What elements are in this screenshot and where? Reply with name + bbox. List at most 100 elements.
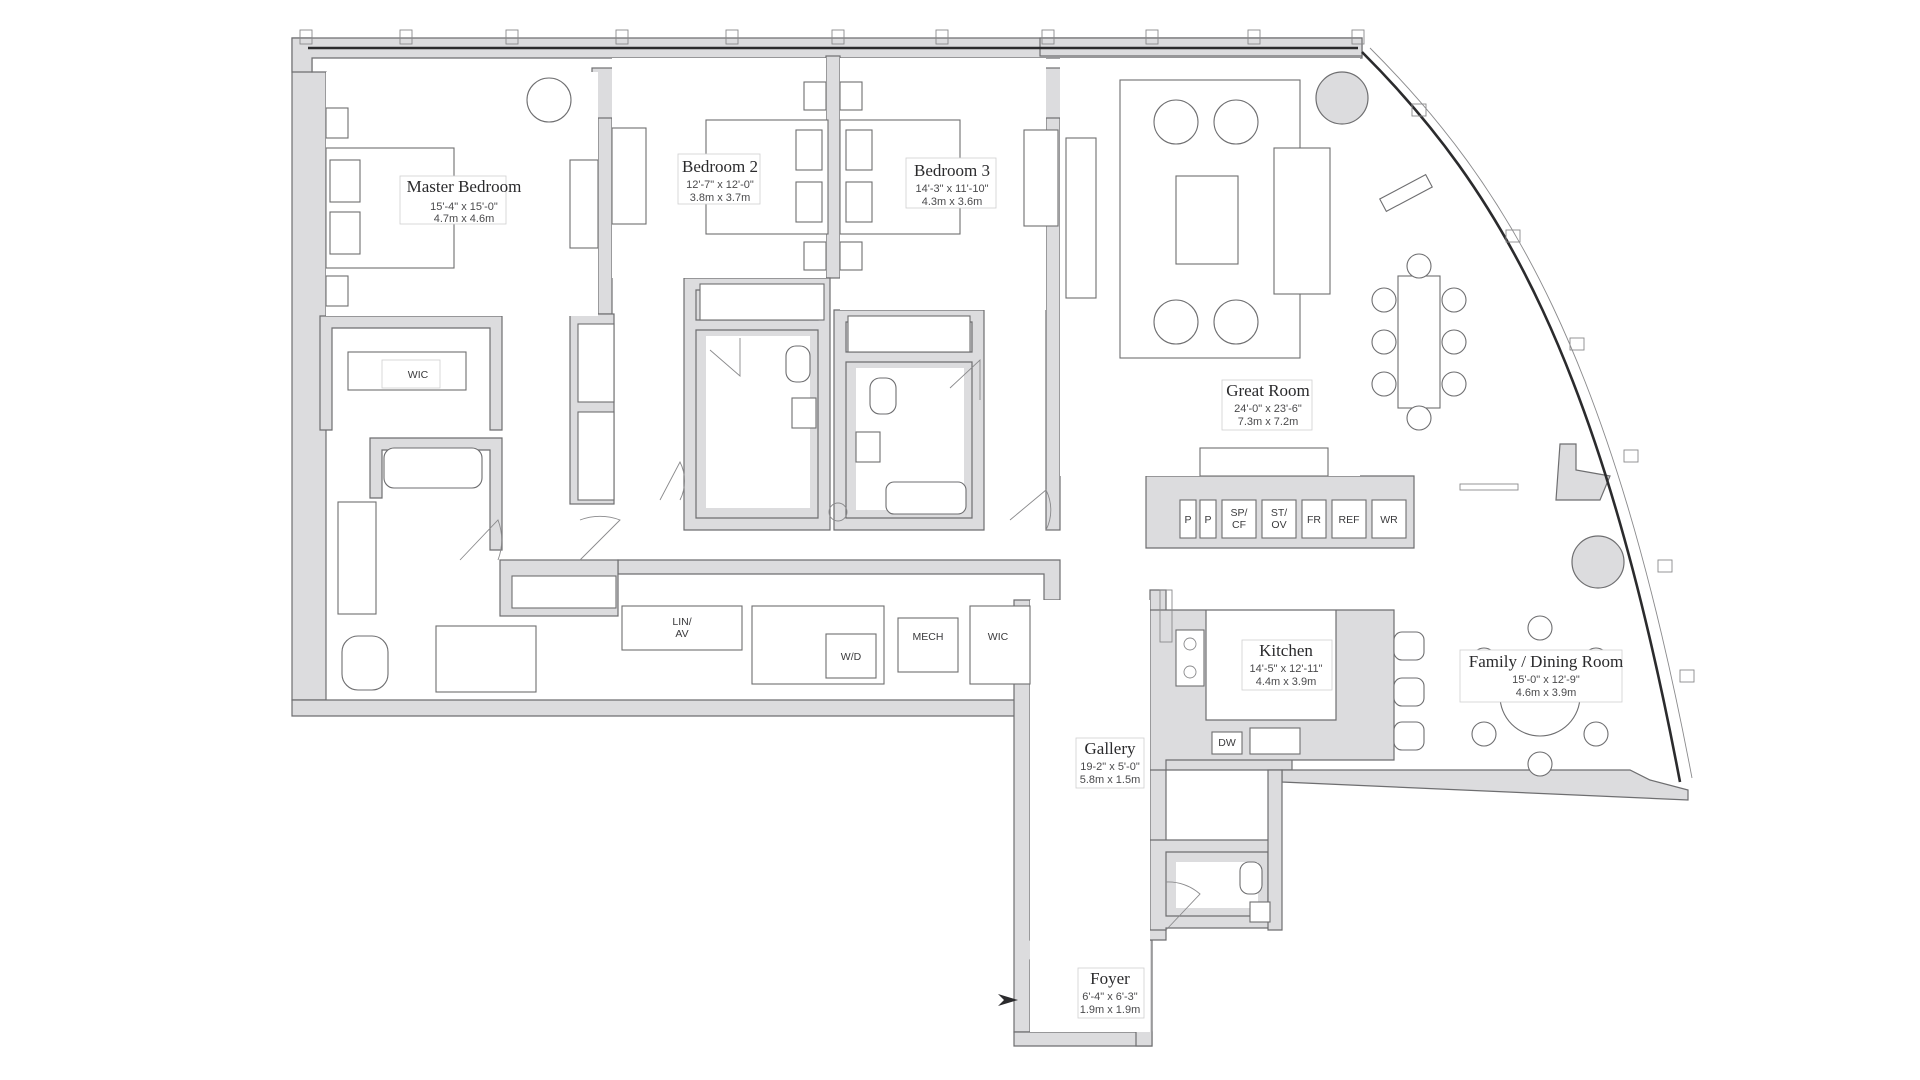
ref-label: REF: [1339, 514, 1360, 526]
dishwasher: [1211, 731, 1243, 755]
hall-closet: [511, 575, 617, 609]
room-label-great-room: Great Room 24'-0" x 23'-6" 7.3m x 7.2m: [1221, 379, 1313, 431]
glazing: [299, 29, 1695, 783]
lounge-chair: [1213, 99, 1259, 145]
pillow: [845, 129, 873, 171]
dining-chair: [1583, 721, 1609, 747]
tv-console: [1065, 137, 1097, 299]
room-dim-imperial: 19-2" x 5'-0": [1080, 761, 1140, 773]
partition-master-b2: [597, 117, 613, 315]
door-swing: [459, 519, 503, 561]
lin-av-label: AV: [675, 628, 688, 640]
bar-stool: [1393, 677, 1425, 707]
dresser: [569, 159, 599, 249]
sliding-panel: [1159, 589, 1173, 643]
pantry-label: P: [1204, 514, 1211, 526]
wr-label: WR: [1380, 514, 1398, 526]
dining-chair: [1406, 253, 1432, 279]
cab-fr: [1301, 499, 1327, 539]
dining-chair: [1527, 751, 1553, 777]
door-swing: [709, 338, 741, 377]
nightstand: [803, 241, 827, 271]
lounge-chair: [1213, 299, 1259, 345]
dining-chair: [1441, 287, 1467, 313]
room-label-bedroom-2: Bedroom 2 12'-7" x 12'-0" 3.8m x 3.7m: [677, 153, 761, 205]
room-dim-metric: 4.7m x 4.6m: [434, 213, 495, 225]
wic-label: WIC: [408, 369, 429, 381]
room-label-kitchen: Kitchen 14'-5" x 12'-11" 4.4m x 3.9m: [1241, 639, 1333, 691]
bar-stool: [1393, 631, 1425, 661]
dining-chair: [1371, 329, 1397, 355]
mech-label: MECH: [913, 631, 944, 643]
room-dim-metric: 5.8m x 1.5m: [1080, 774, 1141, 786]
master-vanity: [337, 501, 377, 615]
spcf-label: CF: [1232, 519, 1246, 531]
powder-toilet: [1239, 861, 1263, 895]
sink-3: [855, 431, 881, 463]
east-corner-wall: [1555, 443, 1611, 501]
door-swing: [579, 515, 621, 561]
burner: [1183, 637, 1197, 651]
desk-2: [611, 127, 647, 225]
cab-stov: [1261, 499, 1297, 539]
cab-spcf: [1221, 499, 1257, 539]
door-swing: [1165, 881, 1201, 931]
bar-stool: [1393, 721, 1425, 751]
room-dim-imperial: 14'-5" x 12'-11": [1250, 663, 1323, 675]
fr-label: FR: [1307, 514, 1321, 526]
pillow: [845, 181, 873, 223]
desk-3: [1023, 129, 1059, 227]
room-name: Bedroom 2: [682, 157, 758, 176]
room-label-master: Master Bedroom 15'-4" x 15'-0" 4.7m x 4.…: [399, 175, 521, 225]
burner: [1183, 665, 1197, 679]
room-dim-metric: 4.6m x 3.9m: [1516, 687, 1577, 699]
gallery-floor: [1030, 600, 1150, 1032]
counter-top: [1199, 447, 1329, 477]
wd-label: W/D: [841, 651, 862, 663]
floor-drain: [828, 502, 848, 522]
wic-hall: [969, 605, 1031, 685]
closet-rod: [577, 411, 615, 501]
room-dim-metric: 7.3m x 7.2m: [1238, 416, 1299, 428]
powder-sink: [1249, 901, 1271, 923]
room-label-bedroom-3: Bedroom 3 14'-3" x 11'-10" 4.3m x 3.6m: [905, 157, 997, 209]
closet-rod: [577, 323, 615, 403]
nightstand: [839, 241, 863, 271]
closet-2: [699, 283, 825, 321]
cab-wr: [1371, 499, 1407, 539]
sofa: [1273, 147, 1331, 295]
stov-label: OV: [1271, 519, 1286, 531]
pillow: [795, 181, 823, 223]
room-dim-metric: 4.4m x 3.9m: [1256, 676, 1317, 688]
pillow: [329, 211, 361, 255]
kitchen-sink: [1249, 727, 1301, 755]
cab-p2: [1199, 499, 1217, 539]
planter: [1315, 71, 1369, 125]
room-dim-imperial: 15'-0" x 12'-9": [1512, 674, 1580, 686]
tub-3: [885, 481, 967, 515]
dining-table: [1397, 275, 1441, 409]
room-name: Family / Dining Room: [1469, 652, 1623, 671]
master-bath-walls: [369, 437, 503, 551]
cab-p1: [1179, 499, 1197, 539]
room-dim-imperial: 14'-3" x 11'-10": [916, 183, 989, 195]
dining-chair: [1527, 615, 1553, 641]
dining-chair: [1371, 287, 1397, 313]
stov-label: ST/: [1271, 507, 1287, 519]
doors: [459, 338, 1201, 931]
room-label-gallery: Gallery 19-2" x 5'-0" 5.8m x 1.5m: [1075, 737, 1145, 789]
room-dim-imperial: 24'-0" x 23'-6": [1234, 403, 1302, 415]
lin-av-label: LIN/: [672, 616, 691, 628]
fixture-labels: WIC LIN/ AV W/D MECH WIC DW P P SP/ CF S…: [381, 359, 1398, 749]
room-label-family-dining: Family / Dining Room 15'-0" x 12'-9" 4.6…: [1459, 649, 1623, 703]
cab-ref: [1331, 499, 1367, 539]
kitchen-east-stub: [1267, 769, 1283, 931]
door-swing: [949, 358, 981, 400]
entry-arrow-icon: [998, 994, 1018, 1006]
door-swing: [1009, 489, 1052, 531]
room-dim-imperial: 6'-4" x 6'-3": [1082, 991, 1138, 1003]
dining-chair: [1441, 371, 1467, 397]
spcf-label: SP/: [1231, 507, 1248, 519]
master-tub: [383, 447, 483, 489]
south-wall-left: [291, 699, 1031, 717]
